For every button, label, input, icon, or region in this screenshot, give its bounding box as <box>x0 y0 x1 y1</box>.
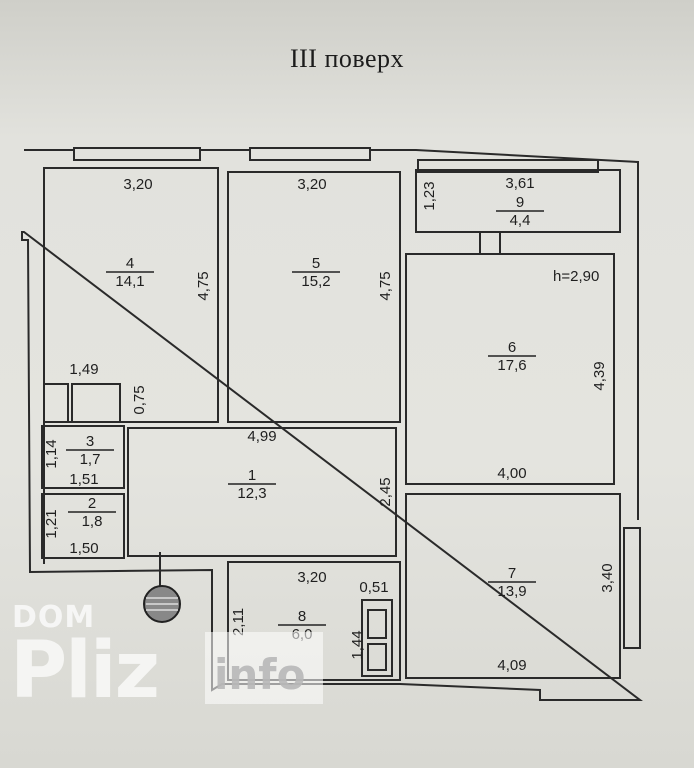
dimension-r3-h: 1,14 <box>43 439 60 468</box>
shaft-inner-a <box>367 609 387 639</box>
room-area: 1,7 <box>80 451 101 468</box>
room-number: 3 <box>86 433 94 450</box>
room-2-outline <box>41 493 125 559</box>
room-9-outline <box>415 169 621 233</box>
watermark-main: Pliz <box>10 626 160 716</box>
room-area: 12,3 <box>237 485 266 502</box>
room-6-label: 617,6 <box>488 339 536 374</box>
watermark-info-box <box>205 632 323 704</box>
room-number: 8 <box>298 608 306 625</box>
room-number: 4 <box>126 255 134 272</box>
dimension-r9-h: 1,23 <box>421 181 438 210</box>
room-area: 1,8 <box>82 513 103 530</box>
room-7-label: 713,9 <box>488 565 536 600</box>
closet-box-b <box>71 383 121 423</box>
dimension-r1-w: 4,99 <box>247 428 276 445</box>
room-number: 1 <box>248 467 256 484</box>
window-top-left <box>73 147 201 161</box>
dimension-r8-w: 3,20 <box>297 569 326 586</box>
dimension-r4-w: 3,20 <box>123 176 152 193</box>
room-area: 13,9 <box>497 583 526 600</box>
dimension-r8-small: 0,51 <box>359 579 388 596</box>
room-9-label: 94,4 <box>496 194 544 229</box>
watermark-info: info <box>214 650 306 699</box>
dimension-r2-h: 1,21 <box>43 509 60 538</box>
dimension-r6-h: 4,39 <box>591 361 608 390</box>
dimension-r2-w: 1,50 <box>69 540 98 557</box>
shaft-box <box>361 599 393 677</box>
room-1-label: 112,3 <box>228 467 276 502</box>
dimension-r7-h: 3,40 <box>599 563 616 592</box>
room-area: 14,1 <box>115 273 144 290</box>
balcony-door <box>479 232 501 254</box>
room-4-outline <box>43 167 219 423</box>
room-2-label: 21,8 <box>68 495 116 530</box>
riser-hatch <box>146 597 178 611</box>
closet-box-a <box>43 383 69 423</box>
floor-title: III поверх <box>289 44 405 73</box>
room-4-label: 414,1 <box>106 255 154 290</box>
dimension-r3-w: 1,51 <box>69 471 98 488</box>
watermark-top: DOM <box>12 600 96 635</box>
room-number: 7 <box>508 565 516 582</box>
dimension-r6-w: 4,00 <box>497 465 526 482</box>
window-top-mid <box>249 147 371 161</box>
dimension-r1-h: 2,45 <box>377 477 394 506</box>
room-number: 6 <box>508 339 516 356</box>
room-number: 5 <box>312 255 320 272</box>
outer-wall <box>21 149 643 701</box>
window-top-right <box>417 159 599 173</box>
room-area: 17,6 <box>497 357 526 374</box>
dimension-r8-side: 1,44 <box>349 630 366 659</box>
room-5-outline <box>227 171 401 423</box>
dimension-r8-h: 2,11 <box>230 608 247 636</box>
ceiling-height-note: h=2,90 <box>553 268 599 285</box>
room-5-label: 515,2 <box>292 255 340 290</box>
window-right <box>623 527 641 649</box>
room-1-outline <box>127 427 397 557</box>
room-7-outline <box>405 493 621 679</box>
room-3-outline <box>41 425 125 489</box>
dimension-closet-h: 0,75 <box>131 385 148 414</box>
room-number: 2 <box>88 495 96 512</box>
room-6-outline <box>405 253 615 485</box>
dimension-r5-w: 3,20 <box>297 176 326 193</box>
room-area: 4,4 <box>510 212 531 229</box>
room-number: 9 <box>516 194 524 211</box>
dimension-r5-h: 4,75 <box>377 271 394 300</box>
dimension-closet-w: 1,49 <box>69 361 98 378</box>
dimension-r9-w: 3,61 <box>505 175 534 192</box>
dimension-r4-h: 4,75 <box>195 271 212 300</box>
room-area: 15,2 <box>301 273 330 290</box>
room-3-label: 31,7 <box>66 433 114 468</box>
shaft-inner-b <box>367 643 387 671</box>
dimension-r7-w: 4,09 <box>497 657 526 674</box>
